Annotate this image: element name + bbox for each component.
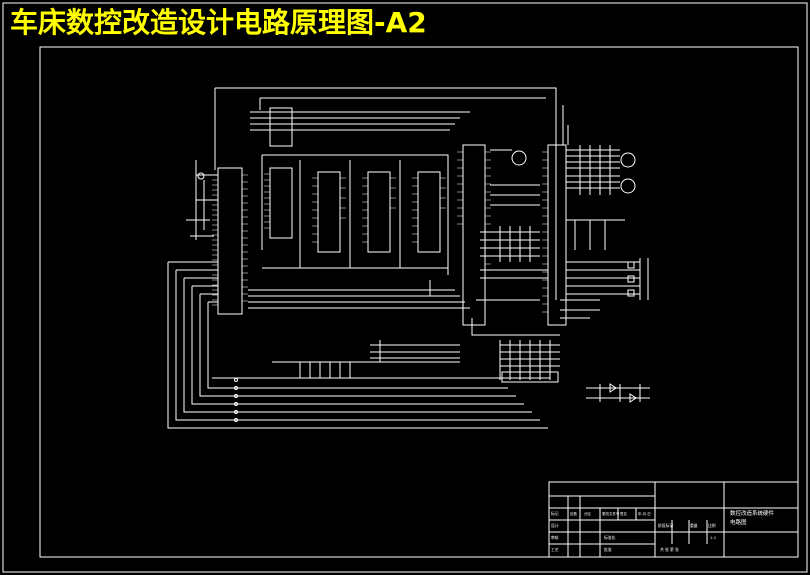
input-terminals [234,378,238,422]
switch-matrix [480,226,548,279]
reset-circuit [186,160,218,240]
pio-pins [457,151,491,265]
circuit-diagram [167,87,650,429]
weight-label: 重量 [690,523,698,528]
approve-label: 批准 [604,547,612,552]
stepper-motor-z [620,152,636,168]
vcc-line [562,105,569,145]
motor-wiring [490,145,620,206]
relay-contacts [627,261,635,297]
header-cell-zone: 分区 [584,511,592,516]
led-bus [272,340,560,380]
keyboard-lines [471,299,600,336]
inner-frame [39,46,799,558]
sheets-label: 共 张 第 张 [660,547,679,552]
latch-chip [269,167,293,239]
header-cell-signature: 签名 [620,511,627,516]
input-harness [167,261,550,429]
chip-pins [264,173,446,243]
title-block-text: 数控改造系统硬件 电路图 标记 设计 审核 工艺 处数 分区 更改文件号 签名 … [551,509,775,552]
scale-value: 1:1 [710,535,717,540]
address-bus [214,87,557,300]
io-chip [417,171,441,253]
drawing-name-line2: 电路图 [730,518,747,526]
row-label-design: 设计 [551,523,559,528]
eprom-chip [317,171,341,253]
header-cell-count: 处数 [570,511,578,516]
header-cell-date: 年.月.日 [638,511,651,516]
stepper-motor-z2 [620,178,636,194]
control-lines [248,280,470,309]
diode-2 [629,393,637,403]
cpu-chip [217,167,243,315]
cpu-pins [212,174,248,306]
drawing-name-line1: 数控改造系统硬件 [730,509,775,517]
decoder-chip [269,107,293,147]
diode-1 [609,383,617,393]
crystal [197,172,205,180]
display-driver [501,371,559,383]
page-title: 车床数控改造设计电路原理图-A2 [10,6,427,39]
data-bus [261,154,449,275]
title-block [548,481,799,558]
relay-outputs [566,219,649,300]
driver-pins [542,151,548,313]
std-label: 标准化 [604,535,616,540]
pio-chip [462,144,486,326]
ram-chip [367,171,391,253]
driver-chip [547,144,567,326]
row-label-mark: 标记 [551,511,559,516]
header-cell-change-doc: 更改文件号 [602,511,620,516]
scale-label: 比例 [708,523,716,528]
power-supply [586,384,650,402]
row-label-process: 工艺 [551,547,559,552]
stepper-motor-x [511,150,527,166]
row-label-review: 审核 [551,535,559,540]
stage-label: 阶段标记 [658,523,673,528]
